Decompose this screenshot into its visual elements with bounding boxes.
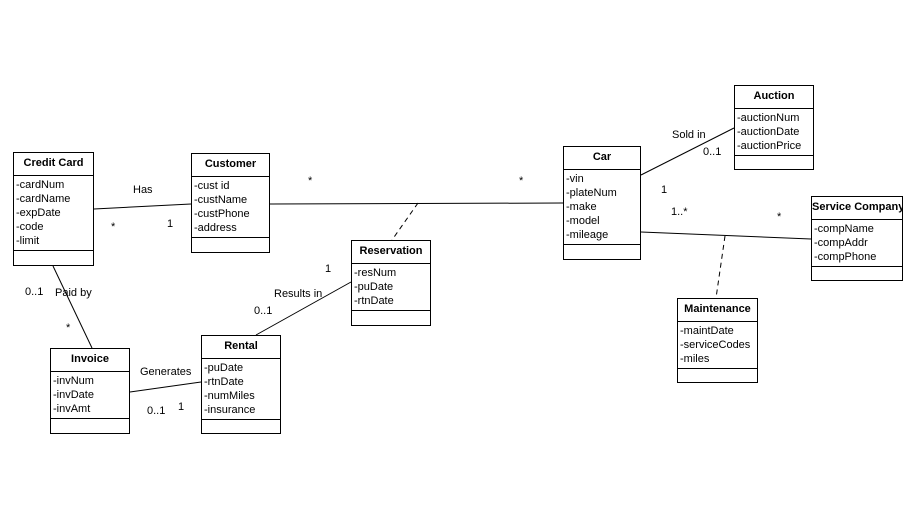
attribute: -invNum [53,375,94,387]
attribute: -limit [16,235,40,247]
attribute-list: -cardNum -cardName -expDate -code -limit [14,176,93,251]
attribute: -compAddr [814,237,868,249]
attribute: -code [16,221,44,233]
attribute: -invAmt [53,403,91,415]
attribute: -make [566,201,597,213]
assoc-label-has: Has [133,184,153,196]
assoc-has [93,203,192,210]
attribute: -plateNum [566,187,617,199]
attribute: -resNum [354,267,397,279]
attribute: -custName [194,194,248,206]
attribute: -model [566,215,600,227]
attribute: -invDate [53,389,94,401]
attribute-list: -cust id -custName -custPhone -address [192,177,269,238]
attribute: -mileage [566,229,609,241]
class-title: Auction [735,86,813,109]
class-title: Service Company [812,197,902,220]
multiplicity-service-car: * [777,211,782,223]
assoc-label-generates: Generates [140,366,192,378]
attribute-list: -compName -compAddr -compPhone [812,220,902,267]
attribute: -cardName [16,193,71,205]
attribute: -cust id [194,180,230,192]
assoc-results-in [255,281,352,336]
attribute-list: -invNum -invDate -invAmt [51,372,129,419]
attribute: -expDate [16,207,61,219]
assoc-class-link-maintenance [715,235,726,299]
attribute: -auctionNum [737,112,800,124]
class-title: Invoice [51,349,129,372]
class-credit-card[interactable]: Credit Card -cardNum -cardName -expDate … [13,152,94,266]
attribute: -address [194,222,237,234]
multiplicity-results-in-rental: 0..1 [254,305,273,317]
class-reservation[interactable]: Reservation -resNum -puDate -rtnDate [351,240,431,326]
attribute: -auctionPrice [737,140,802,152]
assoc-label-paid-by: Paid by [55,287,92,299]
class-title: Maintenance [678,299,757,322]
assoc-class-link-reservation [391,202,419,241]
class-rental[interactable]: Rental -puDate -rtnDate -numMiles -insur… [201,335,281,434]
multiplicity-customer-side: * [308,175,313,187]
multiplicity-sold-in-car: 1 [661,184,668,196]
attribute: -numMiles [204,390,255,402]
assoc-customer-car [269,202,564,205]
multiplicity-sold-in-auction: 0..1 [703,146,722,158]
class-customer[interactable]: Customer -cust id -custName -custPhone -… [191,153,270,253]
multiplicity-results-in-reservation: 1 [325,263,332,275]
class-auction[interactable]: Auction -auctionNum -auctionDate -auctio… [734,85,814,170]
attribute: -puDate [204,362,244,374]
attribute: -rtnDate [354,295,394,307]
class-maintenance[interactable]: Maintenance -maintDate -serviceCodes -mi… [677,298,758,383]
class-title: Credit Card [14,153,93,176]
attribute-list: -resNum -puDate -rtnDate [352,264,430,311]
attribute: -auctionDate [737,126,800,138]
attribute: -maintDate [680,325,734,337]
assoc-label-sold-in: Sold in [672,129,706,141]
class-invoice[interactable]: Invoice -invNum -invDate -invAmt [50,348,130,434]
multiplicity-car-service: 1..* [671,206,688,218]
class-title: Reservation [352,241,430,264]
assoc-sold-in [640,127,735,176]
attribute-list: -vin -plateNum -make -model -mileage [564,170,640,245]
attribute: -insurance [204,404,256,416]
multiplicity-generates-rental: 1 [178,401,185,413]
attribute: -miles [680,353,710,365]
assoc-generates [129,381,202,393]
attribute-list: -auctionNum -auctionDate -auctionPrice [735,109,813,156]
assoc-car-service [640,231,812,240]
attribute: -custPhone [194,208,250,220]
multiplicity-paid-by-invoice: * [66,322,71,334]
multiplicity-paid-by-credit-card: 0..1 [25,286,44,298]
attribute: -compPhone [814,251,877,263]
class-title: Car [564,147,640,170]
attribute-list: -maintDate -serviceCodes -miles [678,322,757,369]
attribute: -vin [566,173,584,185]
multiplicity-generates-invoice: 0..1 [147,405,166,417]
multiplicity-car-side: * [519,175,524,187]
attribute: -cardNum [16,179,65,191]
assoc-paid-by [52,265,93,349]
class-title: Customer [192,154,269,177]
multiplicity-has-customer: 1 [167,218,174,230]
multiplicity-has-credit-card: * [111,221,116,233]
class-title: Rental [202,336,280,359]
attribute: -rtnDate [204,376,244,388]
attribute: -serviceCodes [680,339,751,351]
class-service-company[interactable]: Service Company -compName -compAddr -com… [811,196,903,281]
attribute: -puDate [354,281,394,293]
attribute-list: -puDate -rtnDate -numMiles -insurance [202,359,280,420]
assoc-label-results-in: Results in [274,288,323,300]
class-car[interactable]: Car -vin -plateNum -make -model -mileage [563,146,641,260]
attribute: -compName [814,223,874,235]
